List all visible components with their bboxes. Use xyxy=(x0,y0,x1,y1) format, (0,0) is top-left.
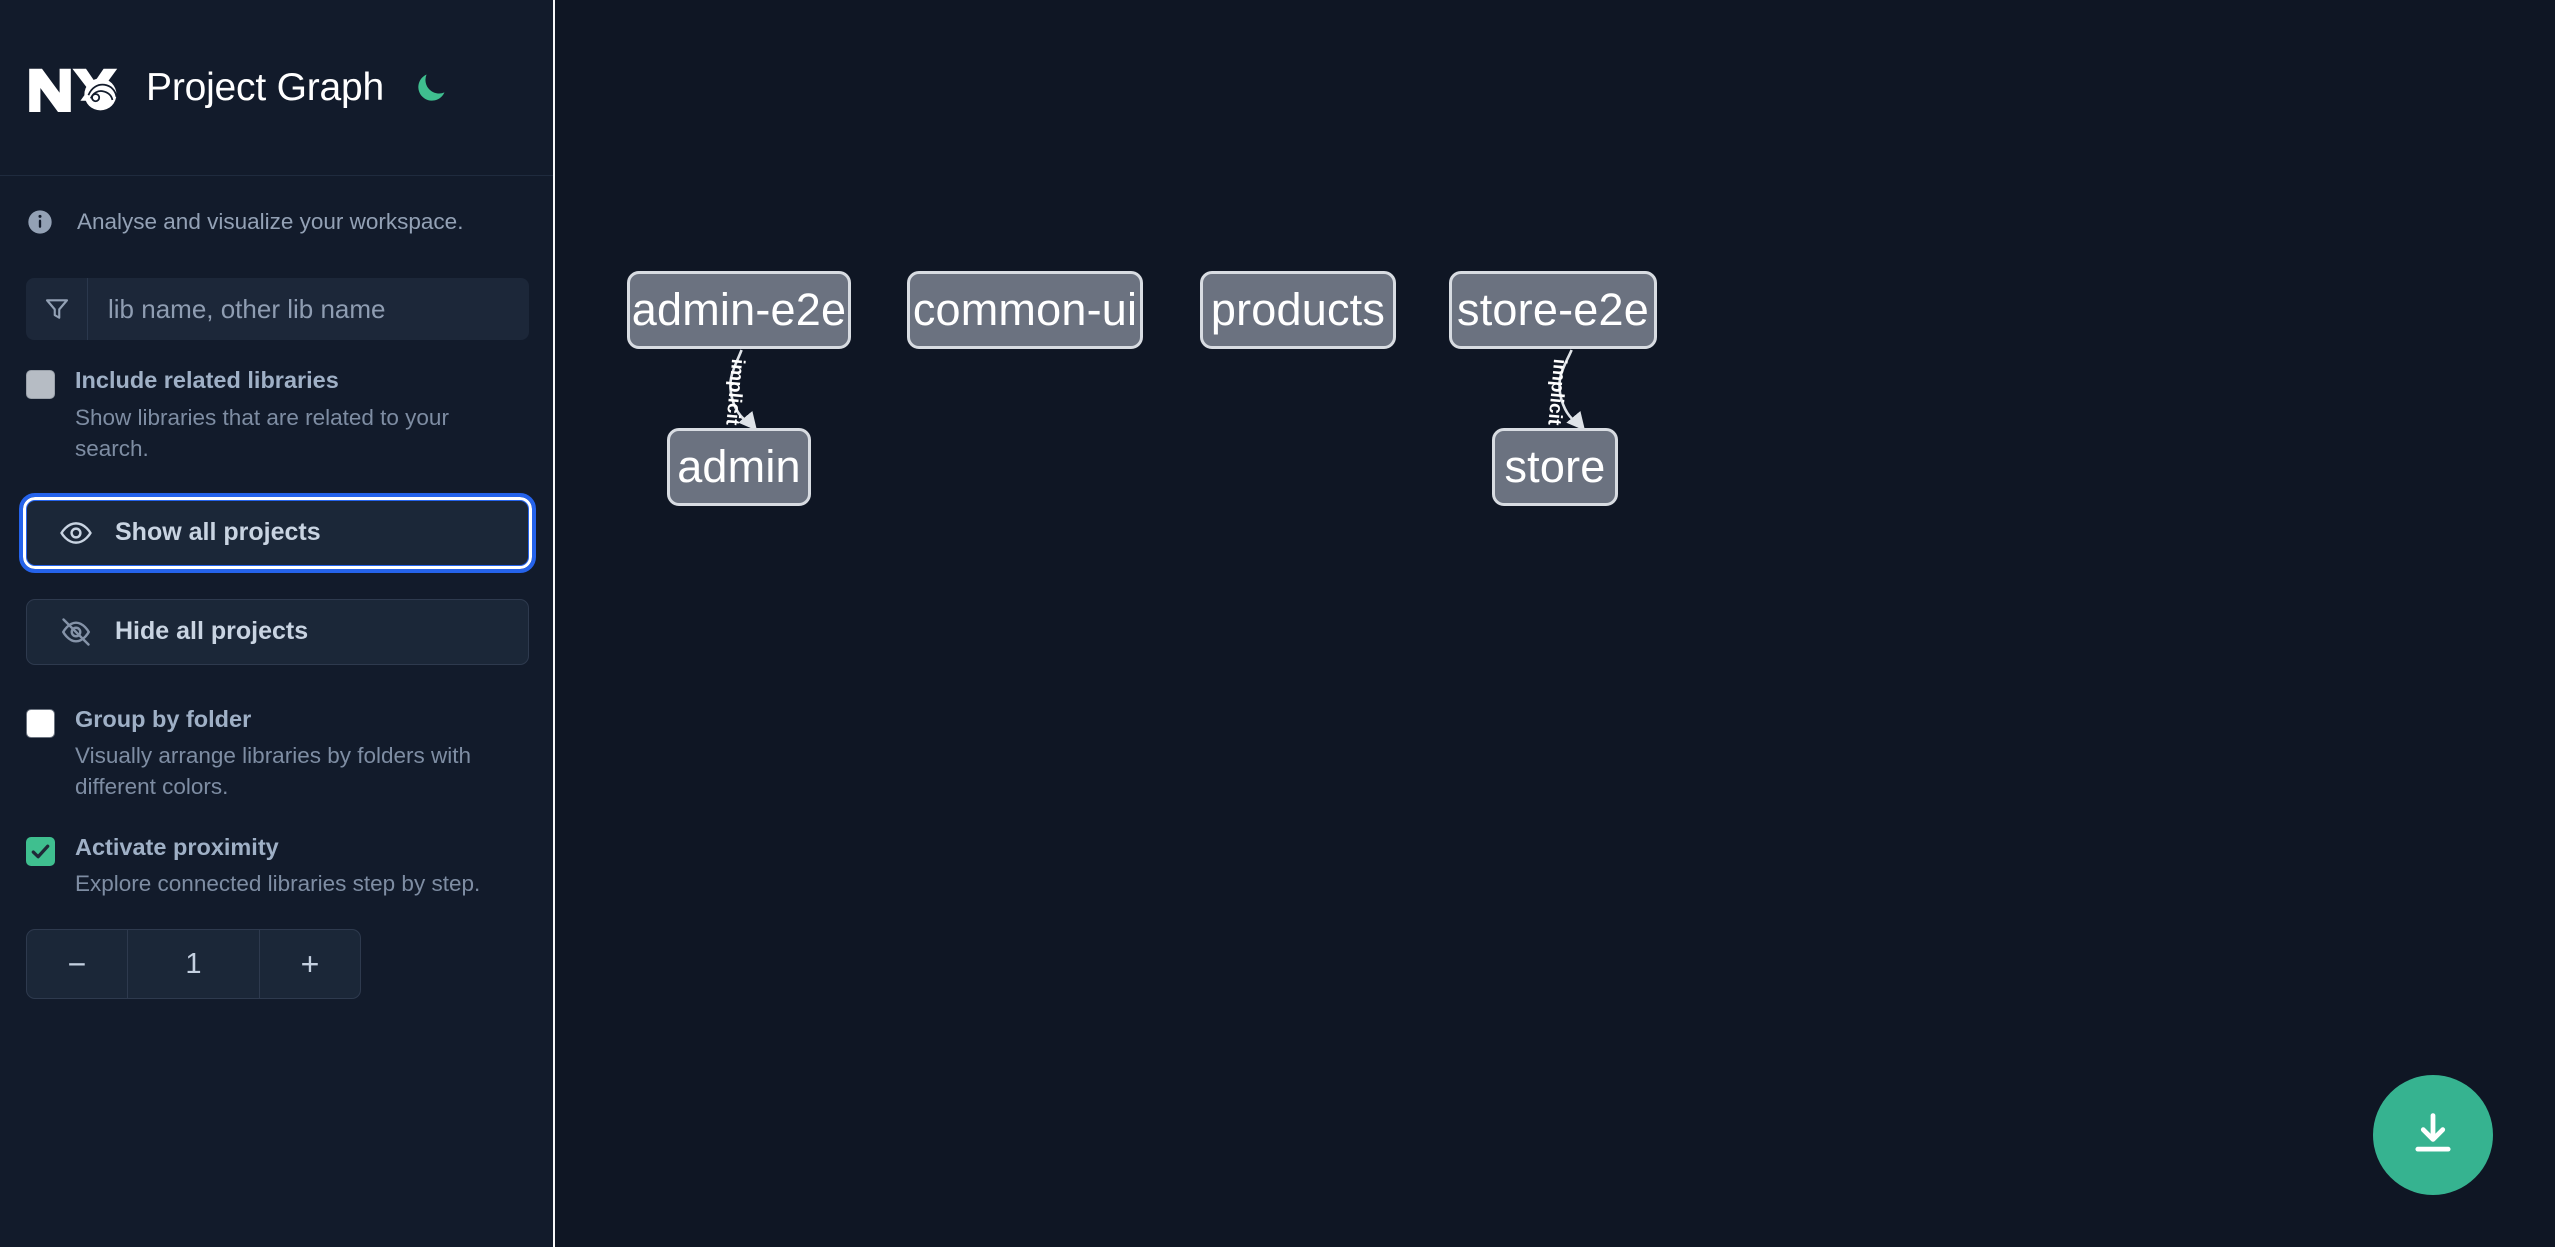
hide-all-projects-label: Hide all projects xyxy=(115,617,309,646)
show-all-projects-button[interactable]: Show all projects xyxy=(19,492,536,573)
graph-node-label: common-ui xyxy=(912,284,1138,335)
graph-node-label: products xyxy=(1210,284,1386,335)
include-related-libraries-checkbox[interactable] xyxy=(26,370,55,399)
activate-proximity-checkbox[interactable] xyxy=(26,836,55,866)
option-body: Include related libraries Show libraries… xyxy=(75,368,505,464)
filter-funnel-icon xyxy=(26,278,88,340)
graph-node-products[interactable]: products xyxy=(1200,271,1396,349)
proximity-decrement-button[interactable]: − xyxy=(27,930,128,999)
search-bar xyxy=(26,278,529,340)
download-icon xyxy=(2407,1108,2459,1163)
option-body: Activate proximity Explore connected lib… xyxy=(75,833,481,900)
sidebar: Project Graph Analyse and visualize your… xyxy=(0,0,555,1247)
page-title: Project Graph xyxy=(146,65,385,109)
option-title: Include related libraries xyxy=(75,367,339,393)
option-group-by-folder: Group by folder Visually arrange librari… xyxy=(0,707,555,803)
graph-canvas[interactable]: admin-e2e common-ui products store-e2e a… xyxy=(555,0,2555,1247)
option-description: Visually arrange libraries by folders wi… xyxy=(75,743,472,800)
graph-node-common-ui[interactable]: common-ui xyxy=(907,271,1143,349)
option-activate-proximity: Activate proximity Explore connected lib… xyxy=(0,833,555,900)
graph-node-store[interactable]: store xyxy=(1492,428,1618,506)
proximity-value: 1 xyxy=(185,947,202,980)
graph-node-store-e2e[interactable]: store-e2e xyxy=(1449,271,1657,349)
info-icon xyxy=(26,208,54,236)
download-graph-button[interactable] xyxy=(2373,1075,2493,1195)
moon-icon[interactable] xyxy=(410,67,452,109)
graph-node-label: admin xyxy=(677,441,801,492)
eye-off-icon xyxy=(57,613,95,651)
sidebar-header: Project Graph xyxy=(0,0,555,176)
hide-all-projects-button[interactable]: Hide all projects xyxy=(26,598,529,665)
proximity-increment-button[interactable]: + xyxy=(259,930,360,999)
eye-icon xyxy=(57,514,95,552)
nx-logo-icon xyxy=(26,62,122,114)
sidebar-scrollbar-track[interactable] xyxy=(553,0,555,1247)
sidebar-description: Analyse and visualize your workspace. xyxy=(0,176,555,268)
option-description: Explore connected libraries step by step… xyxy=(75,871,481,897)
graph-node-admin[interactable]: admin xyxy=(667,428,811,506)
group-by-folder-checkbox[interactable] xyxy=(26,708,55,738)
option-include-related-libraries: Include related libraries Show libraries… xyxy=(0,368,555,464)
graph-node-label: store-e2e xyxy=(1457,284,1649,335)
graph-node-label: admin-e2e xyxy=(631,284,847,335)
show-all-projects-label: Show all projects xyxy=(115,518,321,547)
graph-node-admin-e2e[interactable]: admin-e2e xyxy=(627,271,851,349)
graph-node-label: store xyxy=(1504,441,1606,492)
option-title: Activate proximity xyxy=(75,833,279,860)
edge-admin-e2e-admin xyxy=(729,349,758,431)
proximity-stepper-wrap: − 1 + xyxy=(0,929,555,1000)
option-description: Show libraries that are related to your … xyxy=(75,404,449,461)
proximity-stepper: − 1 + xyxy=(26,929,361,1000)
option-title: Group by folder xyxy=(75,705,252,732)
option-body: Group by folder Visually arrange librari… xyxy=(75,707,505,803)
graph-edges xyxy=(729,349,1586,431)
search-input[interactable] xyxy=(88,278,529,340)
visibility-buttons: Show all projects Hide all projects xyxy=(0,492,555,665)
sidebar-description-text: Analyse and visualize your workspace. xyxy=(77,209,464,234)
edge-store-e2e-store xyxy=(1558,349,1586,431)
